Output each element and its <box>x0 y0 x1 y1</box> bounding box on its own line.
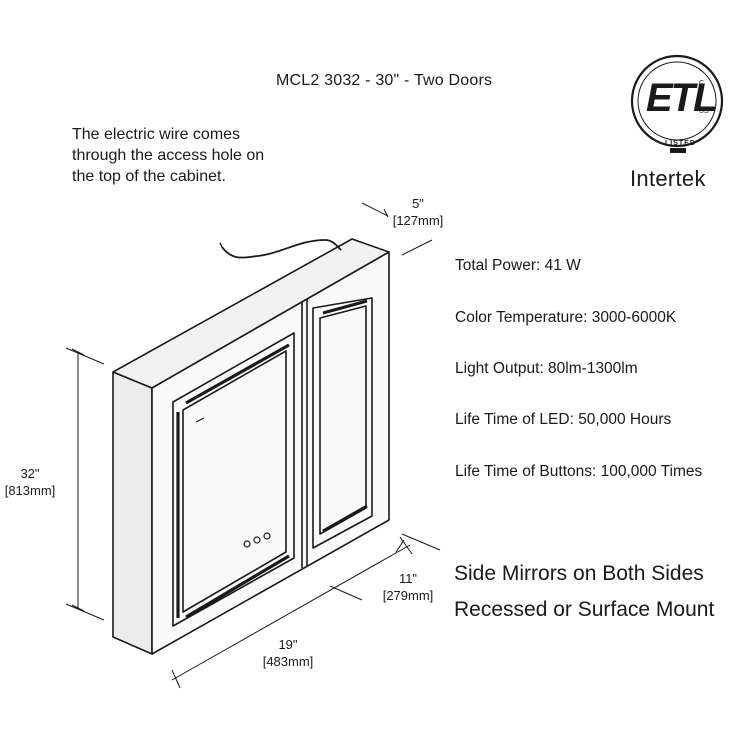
spec-button-lifetime: Life Time of Buttons: 100,000 Times <box>455 463 703 480</box>
width-dimension: 19" [483mm] <box>250 636 326 670</box>
spec-light-output: Light Output: 80lm-1300lm <box>455 360 638 377</box>
spec-led-lifetime: Life Time of LED: 50,000 Hours <box>455 411 672 428</box>
cabinet-front <box>151 251 390 655</box>
feature-side-mirrors: Side Mirrors on Both Sides <box>454 562 704 585</box>
etl-letters: ETL <box>646 76 718 120</box>
intertek-brand: Intertek <box>630 166 706 191</box>
depth-top-dimension-line <box>361 202 433 256</box>
depth-top-dimension: 5" [127mm] <box>388 195 448 229</box>
dimension-mm: [483mm] <box>262 654 314 669</box>
depth-side-dimension: 11" [279mm] <box>372 570 444 604</box>
touch-button-1 <box>243 540 251 548</box>
dimension-inches: 19" <box>278 637 298 652</box>
spec-total-power: Total Power: 41 W <box>455 257 581 274</box>
touch-button-2 <box>253 536 261 544</box>
dimension-inches: 5" <box>412 196 424 211</box>
etl-c-mark: C <box>699 80 705 87</box>
width-dimension-line <box>171 536 413 689</box>
dimension-mm: [813mm] <box>4 483 56 498</box>
left-door-frame <box>172 332 295 627</box>
dimension-mm: [127mm] <box>392 213 444 228</box>
etl-us-mark: US <box>699 108 709 115</box>
wire-note-line: through the access hole on <box>72 147 265 164</box>
dimension-mm: [279mm] <box>382 588 434 603</box>
right-door-frame <box>312 297 373 549</box>
dimension-inches: 11" <box>398 571 418 586</box>
wire-note-line: The electric wire comes <box>72 126 241 143</box>
spec-color-temperature: Color Temperature: 3000-6000K <box>455 309 677 326</box>
wire-note: The electric wire comes through the acce… <box>72 124 264 187</box>
wire-note-line: the top of the cabinet. <box>72 168 226 185</box>
touch-button-3 <box>263 532 271 540</box>
etl-listed: LISTED <box>665 140 696 147</box>
cabinet-left-side <box>112 371 153 655</box>
page-title: MCL2 3032 - 30" - Two Doors <box>276 72 493 89</box>
depth-side-dimension-line <box>329 533 441 601</box>
dimension-inches: 32" <box>20 466 40 481</box>
etl-certification-icon <box>630 54 724 153</box>
electric-wire <box>221 239 342 259</box>
feature-mount-type: Recessed or Surface Mount <box>454 598 715 621</box>
height-dimension: 32" [813mm] <box>2 465 58 499</box>
height-dimension-line <box>65 347 105 621</box>
